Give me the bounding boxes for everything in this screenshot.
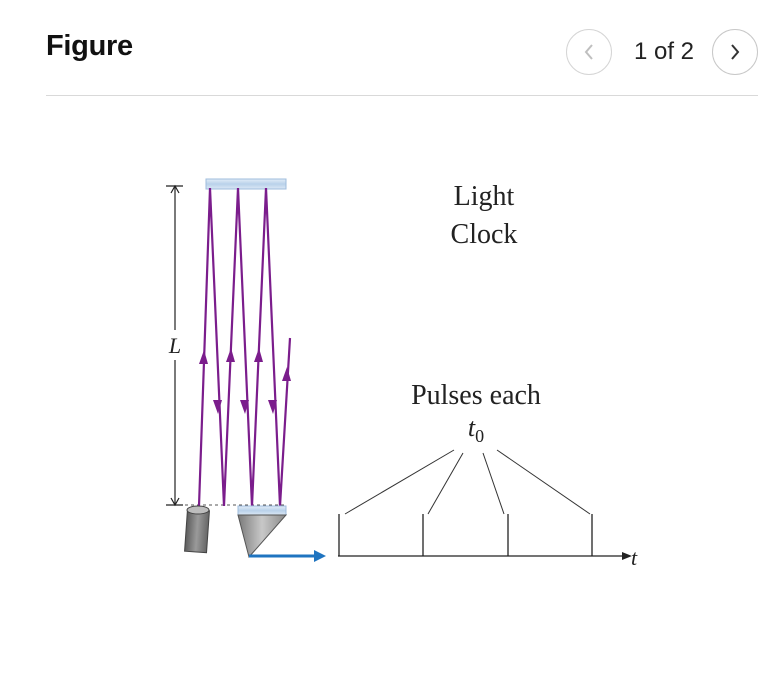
ray-arrows	[199, 348, 291, 414]
chevron-left-icon	[582, 42, 596, 62]
previous-figure-button[interactable]	[565, 29, 612, 75]
ray-arrow-down-3	[268, 400, 277, 414]
pulse-ticks	[338, 514, 593, 556]
ray-arrow-up-3	[254, 348, 263, 362]
ray-arrow-up-2	[226, 348, 235, 362]
figure-pager: 1 of 2	[565, 29, 758, 75]
time-axis	[338, 552, 632, 560]
length-dimension	[166, 184, 183, 507]
ray-arrow-up-4	[282, 367, 291, 381]
ray-arrow-down-2	[240, 400, 249, 414]
next-figure-button[interactable]	[712, 29, 758, 75]
output-arrow	[249, 550, 326, 562]
length-label: L	[168, 333, 181, 358]
time-axis-label: t	[631, 545, 638, 570]
light-clock-label-line1: Light	[454, 181, 515, 212]
chevron-right-icon	[728, 42, 742, 62]
detector-cylinder	[184, 505, 210, 554]
ray-arrow-up-1	[199, 350, 208, 364]
pulse-interval-subscript: 0	[475, 426, 484, 446]
top-mirror	[205, 178, 287, 190]
pulse-interval-symbol: t0	[468, 413, 484, 446]
pulses-each-label: Pulses each	[411, 380, 541, 411]
page-indicator: 1 of 2	[633, 38, 694, 65]
bottom-mirror	[237, 505, 287, 516]
pulse-interval-t: t	[468, 413, 476, 442]
light-clock-label-line2: Clock	[451, 219, 518, 250]
ray-arrow-down-1	[213, 400, 222, 414]
light-rays	[197, 187, 292, 507]
pulse-leader-lines	[344, 449, 591, 515]
prism	[237, 514, 288, 559]
figure-header: Figure 1 of 2	[46, 0, 758, 96]
figure-title: Figure	[46, 30, 133, 62]
